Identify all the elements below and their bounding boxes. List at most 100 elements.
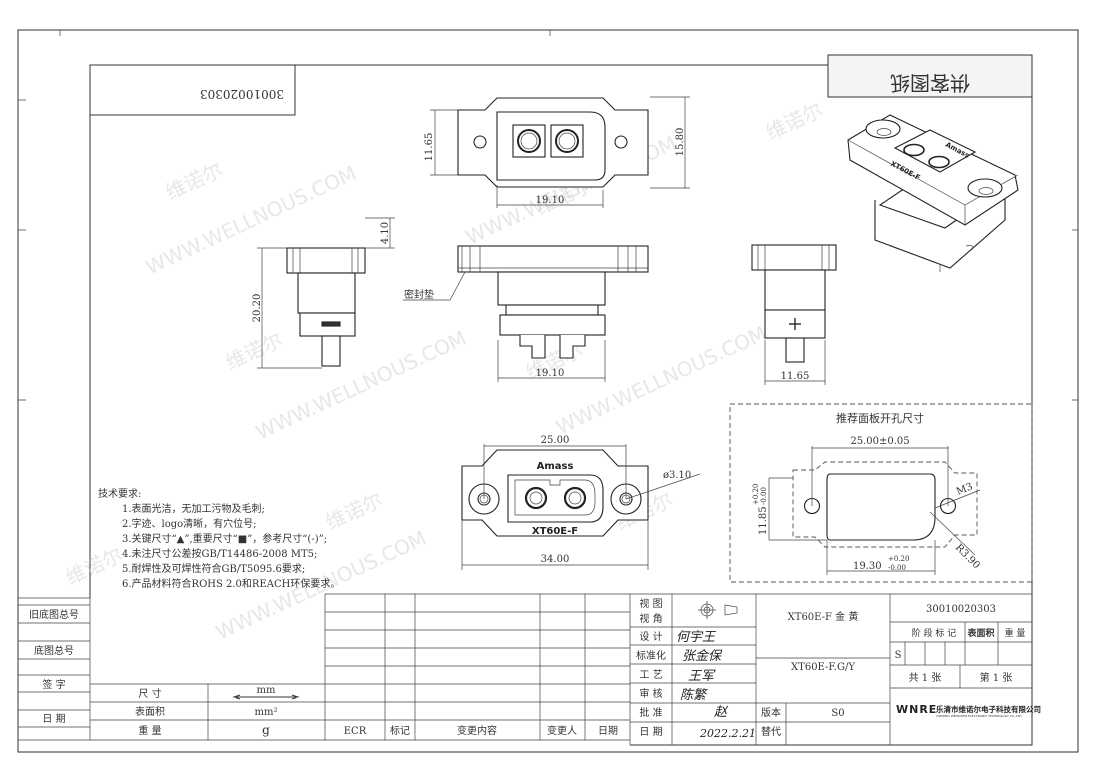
tech-req-item: 1.表面光洁，无加工污物及毛刺; bbox=[122, 502, 265, 515]
label: 标准化 bbox=[636, 649, 666, 662]
dim-right-11-65: 11.65 bbox=[781, 371, 810, 382]
cutout-radius: R3.90 bbox=[953, 542, 982, 571]
dim-top-15-80: 15.80 bbox=[675, 128, 686, 157]
label: 阶 段 标 记 bbox=[912, 627, 957, 639]
bottom-view: Amass XT60E-F 25.00 34.00 ø3.10 bbox=[461, 435, 701, 570]
label: 版本 bbox=[761, 706, 781, 719]
label: 底图总号 bbox=[34, 644, 74, 657]
label: ECR bbox=[344, 726, 367, 737]
cutout-dim-height: 11.85 bbox=[758, 506, 769, 535]
cutout-dim-height-tol-lower: -0.00 bbox=[760, 487, 768, 505]
cutout-dim-height-tol-upper: +0.20 bbox=[752, 484, 760, 505]
label: 重 量 bbox=[138, 724, 161, 737]
part-name: XT60E-F 金 黄 bbox=[788, 610, 859, 623]
label: 批 准 bbox=[639, 706, 662, 719]
cutout-dim-width-tol-lower: -0.00 bbox=[888, 564, 906, 572]
label: 视 角 bbox=[639, 612, 662, 625]
label: mm² bbox=[255, 707, 278, 718]
label: 审 核 bbox=[639, 687, 662, 700]
tech-requirements: 技术要求: 1.表面光洁，无加工污物及毛刺; 2.字迹、logo清晰，有穴位号;… bbox=[98, 487, 340, 590]
label: 变更人 bbox=[547, 724, 577, 737]
label: 变更内容 bbox=[457, 724, 497, 737]
tech-req-item: 2.字迹、logo清晰，有穴位号; bbox=[122, 517, 257, 530]
dim-bottom-34-00: 34.00 bbox=[541, 554, 570, 565]
tech-req-title: 技术要求: bbox=[98, 487, 141, 500]
label: 尺 寸 bbox=[138, 687, 161, 700]
label: 替代 bbox=[761, 725, 781, 738]
sheet-total: 共 1 张 bbox=[909, 672, 942, 684]
units-table: 尺 寸 mm 表面积 mm² 重 量 g bbox=[90, 594, 326, 740]
drawing-number: 30010020303 bbox=[926, 604, 996, 615]
seal-gasket-label: 密封垫 bbox=[404, 288, 434, 301]
left-side-view: 4.10 20.20 bbox=[252, 217, 395, 369]
zone-ticks bbox=[18, 30, 1078, 401]
label: mm bbox=[257, 685, 276, 696]
signature-review: 陈繁 bbox=[680, 687, 708, 703]
dim-left-20-20: 20.20 bbox=[252, 294, 263, 323]
label: 维诺尔 bbox=[762, 97, 827, 144]
label: 维诺尔 bbox=[162, 157, 227, 204]
projection-symbol-icon bbox=[698, 601, 738, 619]
dim-bottom-hole-dia: ø3.10 bbox=[663, 470, 691, 481]
label: 表面积 bbox=[966, 627, 994, 639]
label: 日 期 bbox=[42, 713, 65, 725]
stage-value: S bbox=[895, 650, 902, 661]
dim-left-4-10: 4.10 bbox=[380, 222, 391, 244]
isometric-view: Amass XT60E-F bbox=[847, 114, 1019, 272]
company-name: 乐清市维诺尔电子科技有限公司 bbox=[936, 704, 1041, 714]
label: 日 期 bbox=[639, 726, 662, 738]
dim-top-19-10: 19.10 bbox=[536, 195, 565, 206]
label: 维诺尔 bbox=[62, 542, 127, 589]
signature-design: 何宇王 bbox=[676, 630, 717, 645]
cutout-thread: M3 bbox=[955, 481, 975, 497]
watermarks: 维诺尔 维诺尔 维诺尔 维诺尔 维诺尔 维诺尔 维诺尔 维诺尔 WWW.WELL… bbox=[62, 97, 827, 644]
tech-req-item: 4.未注尺寸公差按GB/T14486-2008 MT5; bbox=[122, 547, 317, 560]
label: 视 图 bbox=[639, 597, 662, 610]
label: 维诺尔 bbox=[322, 487, 387, 534]
signed-date: 2022.2.21 bbox=[699, 727, 756, 740]
tech-req-item: 6.产品材料符合ROHS 2.0和REACH环保要求。 bbox=[122, 577, 340, 590]
label: 日期 bbox=[598, 725, 618, 737]
cutout-dim-pitch: 25.00±0.05 bbox=[850, 436, 909, 447]
dim-front-19-10: 19.10 bbox=[536, 368, 565, 379]
part-number-box bbox=[89, 64, 296, 116]
label: 旧底图总号 bbox=[29, 608, 79, 621]
drawing-code: XT60E-F.G/Y bbox=[791, 662, 855, 673]
company-name-en: YUEQING WEINUOER ELECTRONIC TECHNOLOGY C… bbox=[936, 714, 1022, 718]
title-block: 视 图 视 角 设 计 标准化 工 艺 审 核 批 准 日 期 何宇王 张金保 … bbox=[630, 593, 1041, 745]
customer-drawing-stamp: 供客图纸 bbox=[890, 71, 970, 95]
sheet-index: 第 1 张 bbox=[980, 671, 1013, 684]
front-view: 密封垫 19.10 bbox=[403, 245, 649, 382]
revision-table: ECR 标记 变更内容 变更人 日期 bbox=[325, 593, 631, 745]
panel-cutout-title: 推荐面板开孔尺寸 bbox=[836, 411, 924, 425]
brand-label: Amass bbox=[537, 461, 574, 472]
cutout-dim-width-tol-upper: +0.20 bbox=[888, 555, 909, 563]
version-value: S0 bbox=[831, 708, 844, 719]
signature-standard: 张金保 bbox=[682, 648, 723, 664]
left-side-table: 旧底图总号 底图总号 签 字 日 期 bbox=[18, 597, 630, 741]
panel-cutout: 推荐面板开孔尺寸 25.00±0.05 11.85 +0.20 -0.00 19… bbox=[729, 403, 1033, 583]
signature-approve: 赵 bbox=[714, 705, 729, 720]
label: 设 计 bbox=[639, 630, 662, 643]
label: 表面积 bbox=[135, 705, 165, 718]
tech-req-item: 3.关键尺寸“▲”,重要尺寸“■”，参考尺寸“(-)”; bbox=[122, 532, 327, 545]
dim-bottom-25-00: 25.00 bbox=[541, 435, 570, 446]
outer-frame bbox=[17, 29, 1079, 753]
label: 工 艺 bbox=[639, 669, 662, 681]
stamp-box bbox=[827, 54, 1033, 98]
label: 签 字 bbox=[42, 678, 65, 691]
label: 维诺尔 bbox=[222, 327, 287, 374]
company-logo: WNRE bbox=[896, 703, 937, 716]
tech-req-item: 5.耐焊性及可焊性符合GB/T5095.6要求; bbox=[122, 562, 305, 575]
signature-process: 王军 bbox=[688, 669, 716, 684]
label: g bbox=[262, 723, 270, 737]
model-label: XT60E-F bbox=[532, 526, 578, 537]
label: WWW.WELLNOUS.COM bbox=[252, 326, 470, 445]
part-number-mirrored: 30010020303 bbox=[200, 87, 284, 101]
label: 标记 bbox=[390, 725, 410, 737]
dim-top-11-65: 11.65 bbox=[424, 133, 435, 162]
cutout-dim-width: 19.30 bbox=[853, 561, 882, 572]
top-view: 11.65 15.80 19.10 bbox=[424, 96, 690, 208]
right-side-view: 11.65 bbox=[751, 244, 837, 385]
